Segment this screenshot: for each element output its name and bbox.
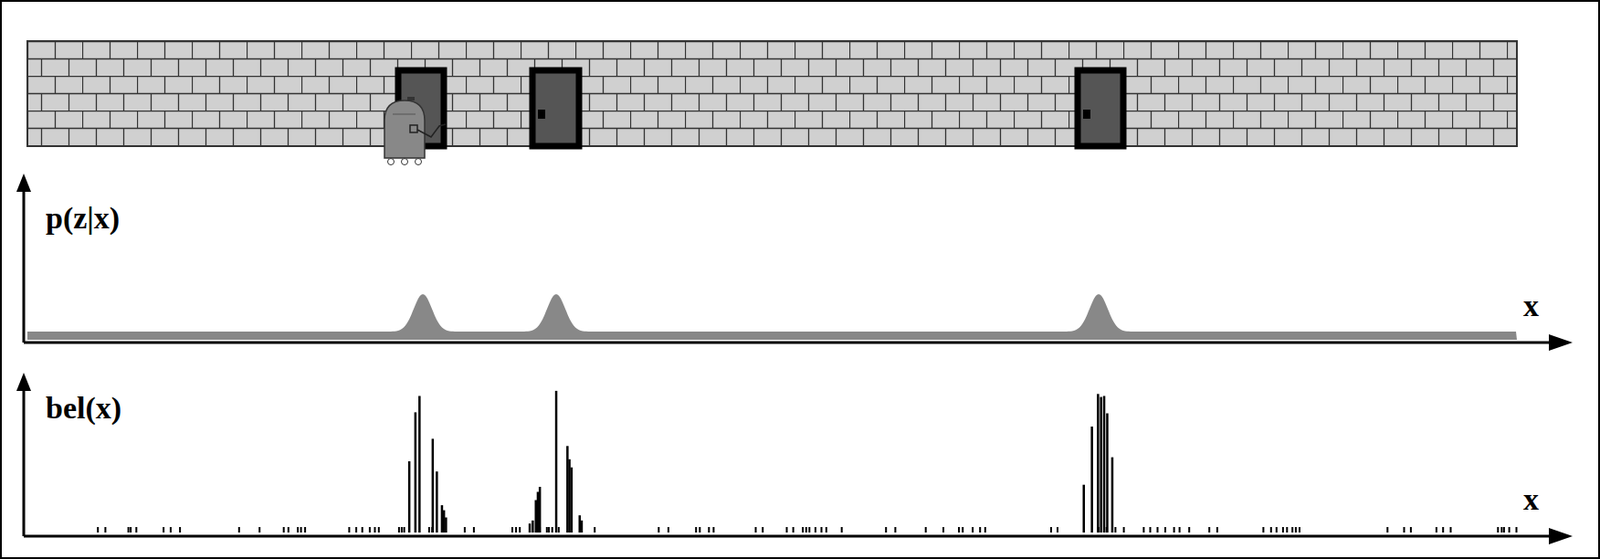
doors [398,70,1124,147]
axis-label: x [1523,290,1539,322]
axis-label: bel(x) [45,392,122,424]
robot [384,96,446,166]
axis-label: p(z|x) [45,202,120,234]
axes [16,173,1573,545]
wall [27,41,1517,147]
particles [96,390,1517,533]
axis-label: x [1523,484,1539,516]
likelihood-curve [27,294,1517,340]
